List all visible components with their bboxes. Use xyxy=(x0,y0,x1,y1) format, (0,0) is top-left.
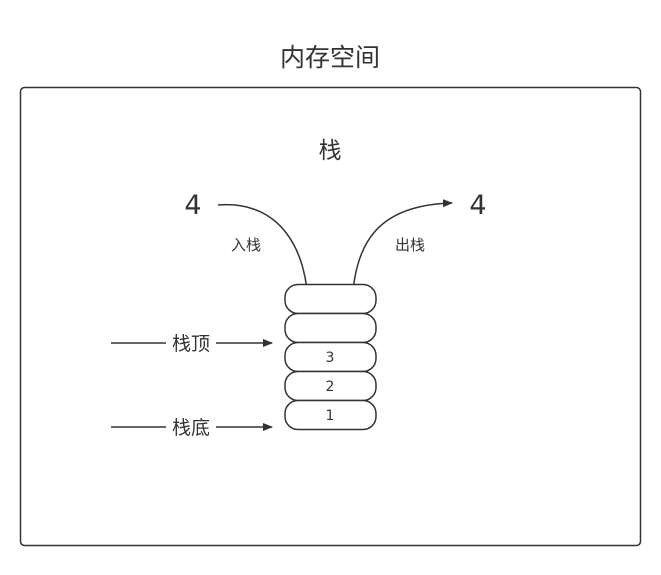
push-value: 4 xyxy=(184,190,201,221)
stack-slots: 3 2 1 xyxy=(284,283,377,431)
pop-label: 出栈 xyxy=(395,236,425,254)
push-label: 入栈 xyxy=(231,236,261,254)
memory-space-box xyxy=(19,86,642,547)
pop-value: 4 xyxy=(469,190,486,221)
top-pointer-label: 栈顶 xyxy=(172,333,210,355)
stack-slot xyxy=(284,312,377,344)
slot-value: 1 xyxy=(326,408,335,424)
stack-slot xyxy=(284,283,377,315)
slot-value: 2 xyxy=(326,379,335,395)
diagram-title: 内存空间 xyxy=(280,43,380,72)
stack-label: 栈 xyxy=(319,138,342,164)
bottom-pointer-label: 栈底 xyxy=(172,417,210,439)
slot-value: 3 xyxy=(326,350,335,366)
stack-slot xyxy=(284,399,377,431)
